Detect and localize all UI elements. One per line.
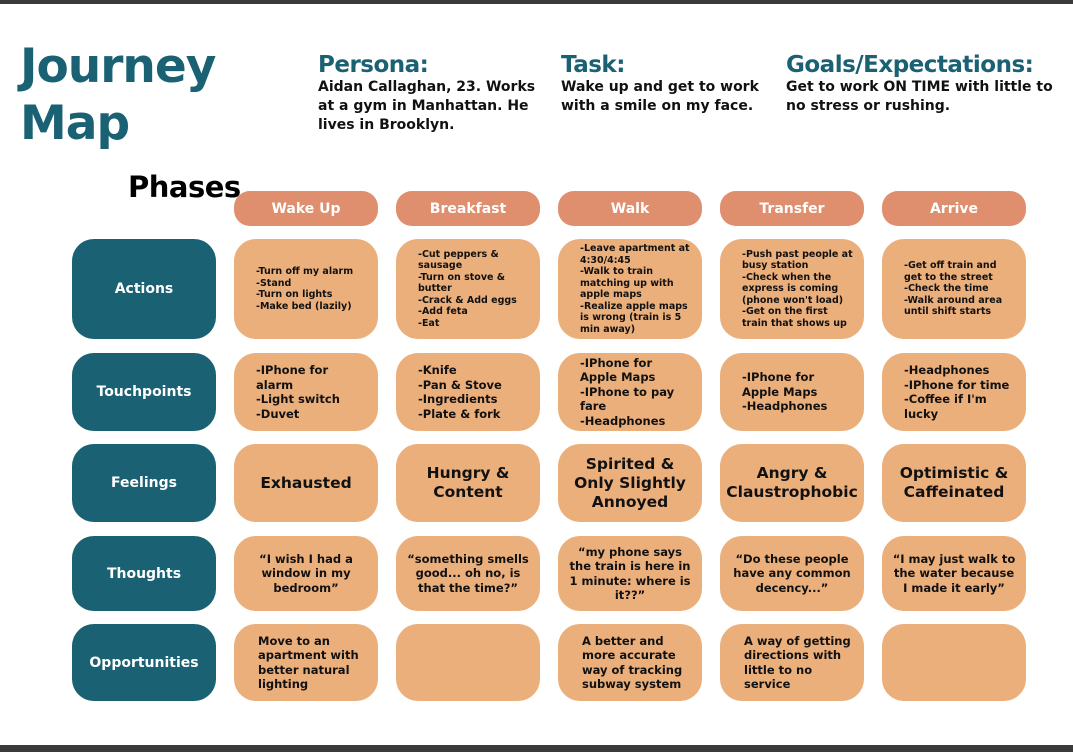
opportunity-cell [396, 624, 540, 701]
actions-item: -Crack & Add eggs [418, 294, 517, 306]
touchpoints-item: -IPhone to pay fare [580, 384, 675, 414]
phase-arrive: Arrive [882, 191, 1026, 226]
touchpoints-item: -Plate & fork [418, 406, 501, 421]
persona-text: Aidan Callaghan, 23. Works at a gym in M… [318, 79, 536, 133]
phase-breakfast: Breakfast [396, 191, 540, 226]
actions-item: -Get off train and get to the street [904, 260, 997, 283]
phase-transfer: Transfer [720, 191, 864, 226]
opportunity-cell: Move to an apartment with better natural… [234, 624, 378, 701]
opportunity-cell: A way of getting directions with little … [720, 624, 864, 701]
touchpoints-cell: -Knife-Pan & Stove-Ingredients-Plate & f… [396, 353, 540, 431]
touchpoints-cell: -IPhone for Apple Maps-Headphones [720, 353, 864, 431]
persona-section: Persona: Aidan Callaghan, 23. Works at a… [318, 52, 543, 135]
persona-label: Persona: [318, 52, 429, 78]
bottom-border [0, 745, 1073, 752]
task-text: Wake up and get to work with a smile on … [561, 79, 759, 114]
actions-cell: -Get off train and get to the street-Che… [882, 239, 1026, 339]
touchpoints-cell: -Headphones-IPhone for time-Coffee if I'… [882, 353, 1026, 431]
actions-item: -Check the time [904, 283, 989, 295]
touchpoints-item: -IPhone for Apple Maps [742, 370, 818, 399]
feeling-cell: Exhausted [234, 444, 378, 522]
actions-item: -Add feta [418, 306, 468, 318]
row-label-touchpoints: Touchpoints [72, 353, 216, 431]
feeling-cell: Angry & Claustrophobic [720, 444, 864, 522]
actions-item: -Turn on stove & butter [418, 271, 506, 295]
feeling-cell: Optimistic & Caffeinated [882, 444, 1026, 522]
actions-item: -Cut peppers & sausage [418, 248, 499, 272]
actions-item: -Get on the first train that shows up [742, 306, 847, 329]
goals-label: Goals/Expectations: [786, 52, 1034, 78]
actions-cell: -Turn off my alarm-Stand-Turn on lights-… [234, 239, 378, 339]
phases-label: Phases [128, 170, 241, 204]
actions-cell: -Leave apartment at 4:30/4:45-Walk to tr… [558, 239, 702, 339]
touchpoints-item: -Headphones [742, 399, 828, 414]
feeling-cell: Spirited & Only Slightly Annoyed [558, 444, 702, 522]
actions-item: -Eat [418, 317, 440, 329]
actions-item: -Leave apartment at 4:30/4:45 [580, 243, 690, 266]
touchpoints-item: -IPhone for time [904, 377, 1010, 392]
thought-cell: “I may just walk to the water because I … [882, 536, 1026, 611]
row-label-opportunities: Opportunities [72, 624, 216, 701]
touchpoints-item: -Headphones [580, 413, 666, 428]
thought-cell: “I wish I had a window in my bedroom” [234, 536, 378, 611]
actions-item: -Make bed (lazily) [256, 300, 352, 312]
row-label-feelings: Feelings [72, 444, 216, 522]
goals-section: Goals/Expectations: Get to work ON TIME … [786, 52, 1056, 116]
thought-cell: “Do these people have any common decency… [720, 536, 864, 611]
actions-cell: -Cut peppers & sausage-Turn on stove & b… [396, 239, 540, 339]
thought-cell: “something smells good... oh no, is that… [396, 536, 540, 611]
task-section: Task: Wake up and get to work with a smi… [561, 52, 771, 116]
top-border [0, 0, 1073, 4]
touchpoints-cell: -IPhone for alarm-Light switch-Duvet [234, 353, 378, 431]
touchpoints-item: -Pan & Stove [418, 377, 502, 392]
row-label-actions: Actions [72, 239, 216, 339]
touchpoints-item: -Duvet [256, 406, 300, 421]
actions-item: -Realize apple maps is wrong (train is 5… [580, 300, 688, 335]
actions-item: -Turn off my alarm [256, 266, 354, 277]
thought-cell: “my phone says the train is here in 1 mi… [558, 536, 702, 611]
actions-cell: -Push past people at busy station-Check … [720, 239, 864, 339]
actions-item: -Stand [256, 277, 292, 289]
goals-text: Get to work ON TIME with little to no st… [786, 79, 1053, 114]
page-title: Journey Map [20, 39, 216, 151]
task-label: Task: [561, 52, 625, 78]
actions-item: -Turn on lights [256, 289, 333, 300]
touchpoints-item: -Coffee if I'm lucky [904, 392, 987, 421]
actions-item: -Walk around area until shift starts [904, 294, 1003, 318]
touchpoints-item: -Headphones [904, 363, 990, 377]
touchpoints-item: -IPhone for alarm [256, 363, 329, 392]
actions-item: -Walk to train matching up with apple ma… [580, 266, 674, 300]
actions-item: -Push past people at busy station [742, 248, 853, 272]
actions-item: -Check when the express is coming (phone… [742, 271, 844, 306]
touchpoints-item: -IPhone for Apple Maps [580, 355, 656, 385]
touchpoints-item: -Knife [418, 363, 457, 377]
touchpoints-item: -Light switch [256, 392, 340, 406]
touchpoints-item: -Ingredients [418, 392, 498, 406]
opportunity-cell: A better and more accurate way of tracki… [558, 624, 702, 701]
phase-wake-up: Wake Up [234, 191, 378, 226]
phase-walk: Walk [558, 191, 702, 226]
feeling-cell: Hungry & Content [396, 444, 540, 522]
touchpoints-cell: -IPhone for Apple Maps-IPhone to pay far… [558, 353, 702, 431]
row-label-thoughts: Thoughts [72, 536, 216, 611]
opportunity-cell [882, 624, 1026, 701]
